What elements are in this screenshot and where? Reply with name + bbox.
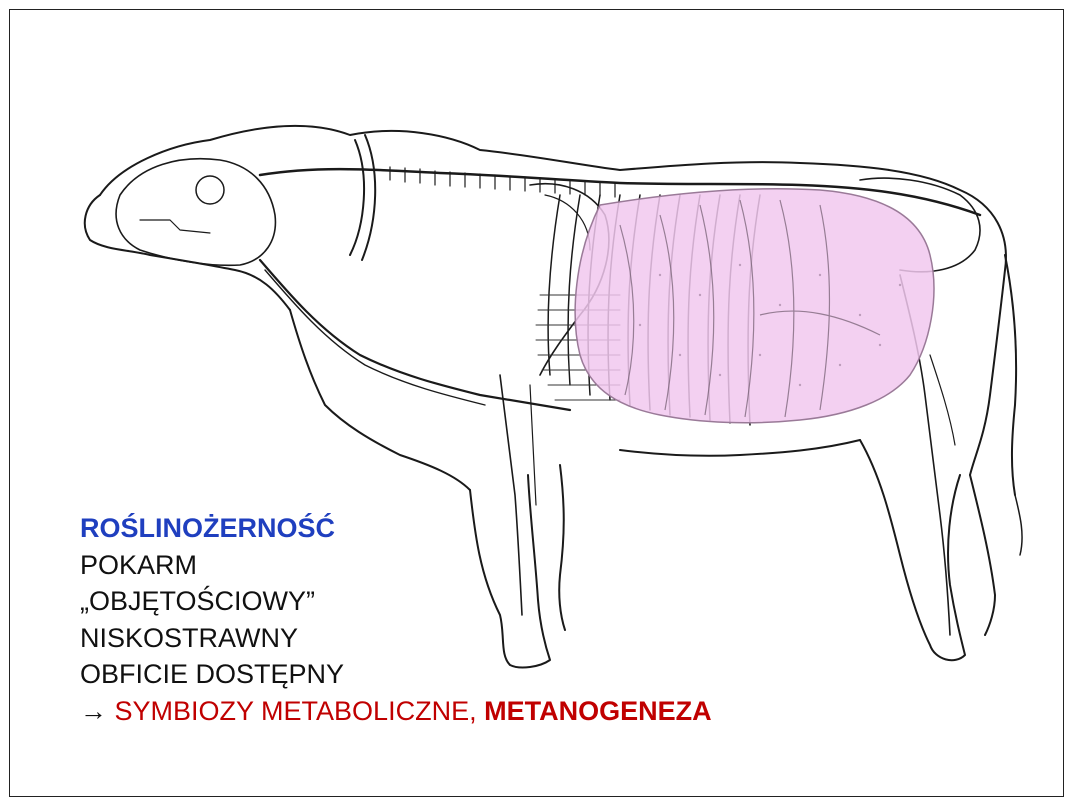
cow-esophagus (260, 260, 570, 410)
text-line-bulky: „OBJĘTOŚCIOWY” (80, 583, 712, 620)
text-line-abundant: OBFICIE DOSTĘPNY (80, 656, 712, 693)
methanogenesis-text: METANOGENEZA (484, 696, 712, 726)
heading-herbivory: ROŚLINOŻERNOŚĆ (80, 510, 712, 547)
rumen-highlight (575, 189, 934, 423)
text-line-feed: POKARM (80, 547, 712, 584)
cow-horn (350, 140, 364, 255)
symbiosis-text: SYMBIOZY METABOLICZNE, (115, 696, 485, 726)
cow-belly-outline (620, 440, 860, 456)
text-line-low-digestible: NISKOSTRAWNY (80, 620, 712, 657)
text-line-conclusion: → SYMBIOZY METABOLICZNE, METANOGENEZA (80, 693, 712, 730)
text-block: ROŚLINOŻERNOŚĆ POKARM „OBJĘTOŚCIOWY” NIS… (80, 510, 712, 729)
cow-skull (116, 159, 275, 266)
cow-neck-outline (290, 310, 470, 490)
cow-tail (1005, 255, 1016, 495)
arrow-icon: → (80, 696, 107, 726)
